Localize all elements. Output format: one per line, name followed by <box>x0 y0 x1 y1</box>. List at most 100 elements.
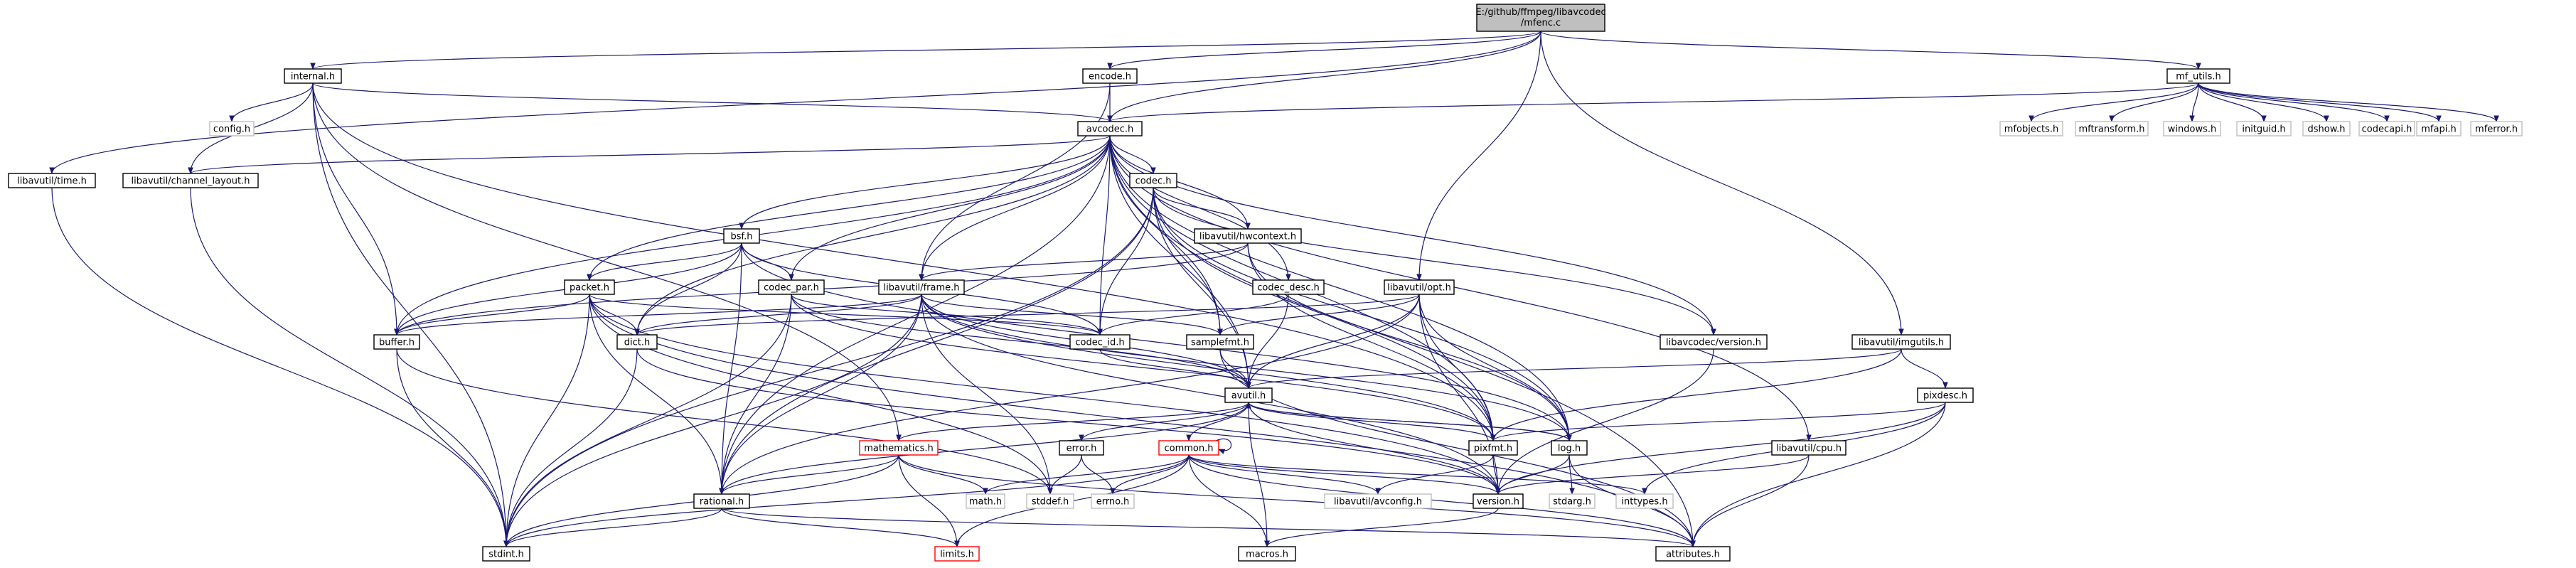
node-label: common.h <box>1165 444 1214 454</box>
node-box <box>878 279 965 295</box>
edge-rational_h-to-attributes_h <box>721 508 1696 547</box>
node-box <box>2358 121 2415 136</box>
node-frame-h[interactable]: libavutil/frame.h <box>878 279 965 295</box>
node-packet-h[interactable]: packet.h <box>564 279 615 295</box>
node-samplefmt-h[interactable]: samplefmt.h <box>1186 334 1254 350</box>
node-mathematics-h[interactable]: mathematics.h <box>859 440 939 456</box>
node-label: inttypes.h <box>1621 497 1667 508</box>
node-libavutil-time-h[interactable]: libavutil/time.h <box>8 173 96 188</box>
node-encode-h[interactable]: encode.h <box>1082 68 1138 84</box>
node-label: bsf.h <box>730 232 752 242</box>
edge-pixdesc_h-to-attributes_h <box>1690 402 1946 547</box>
node-rational-h[interactable]: rational.h <box>693 493 750 509</box>
node-box <box>2166 68 2230 84</box>
node-avcodec-h[interactable]: avcodec.h <box>1077 121 1143 136</box>
node-label: config.h <box>213 124 250 135</box>
edge-opt_h-to-log_h <box>1418 294 1572 441</box>
edge-imgutils_h-to-avutil_h <box>1246 348 1902 389</box>
edge-mfenc_c-to-mf_utils_h <box>1540 31 2201 70</box>
node-opt-h[interactable]: libavutil/opt.h <box>1384 279 1455 295</box>
node-codec-h[interactable]: codec.h <box>1129 173 1177 188</box>
node-codec-par-h[interactable]: codec_par.h <box>758 279 825 295</box>
edge-packet_h-to-rational_h <box>589 294 725 495</box>
edge-packet_h-to-stddef_h <box>589 294 1053 495</box>
edge-mf_utils_h-to-windows_h <box>2189 82 2199 122</box>
edge-common_h-to-math_h <box>983 454 1190 495</box>
node-pixdesc-h[interactable]: pixdesc.h <box>1917 387 1974 403</box>
edge-codec_h-to-lavc_version_h <box>1153 187 1716 336</box>
node-box <box>1660 334 1768 350</box>
node-box <box>1384 279 1455 295</box>
node-pixfmt-h[interactable]: pixfmt.h <box>1468 440 1518 456</box>
node-label: codecapi.h <box>2362 124 2412 135</box>
node-label: buffer.h <box>379 338 415 348</box>
node-error-h[interactable]: error.h <box>1059 440 1104 456</box>
node-label: libavutil/frame.h <box>884 283 960 294</box>
edge-mf_utils_h-to-avcodec_h <box>1107 82 2199 122</box>
edge-codec_h-to-log_h <box>1153 187 1572 441</box>
node-log-h[interactable]: log.h <box>1551 440 1588 456</box>
node-version-h[interactable]: version.h <box>1473 493 1524 509</box>
node-label: codec_id.h <box>1075 338 1124 348</box>
edge-codec_h-to-hwcontext_h <box>1153 187 1251 230</box>
edge-cpu_h-to-attributes_h <box>1690 454 1810 547</box>
node-box <box>2302 121 2351 136</box>
node-imgutils-h[interactable]: libavutil/imgutils.h <box>1851 334 1951 350</box>
node-box <box>2416 121 2462 136</box>
edge-opt_h-to-rational_h <box>719 294 1420 495</box>
node-common-h[interactable]: common.h <box>1158 440 1219 456</box>
node-codec-id-h[interactable]: codec_id.h <box>1069 334 1131 350</box>
node-box <box>723 228 760 244</box>
edge-common_h-to-inttypes_h <box>1188 454 1647 495</box>
node-config-h: config.h <box>209 121 255 136</box>
node-label: encode.h <box>1089 72 1131 82</box>
node-label: limits.h <box>940 550 974 560</box>
edge-common_h-to-macros_h <box>1188 454 1270 547</box>
node-box <box>1186 334 1254 350</box>
node-mf-utils-h[interactable]: mf_utils.h <box>2166 68 2230 84</box>
node-lavc-version-h[interactable]: libavcodec/version.h <box>1660 334 1768 350</box>
edge-mathematics_h-to-rational_h <box>719 454 899 495</box>
node-attributes-h[interactable]: attributes.h <box>1655 546 1731 562</box>
edge-codec_h-to-samplefmt_h <box>1153 187 1223 336</box>
node-box <box>1158 440 1219 456</box>
node-box <box>1069 334 1131 350</box>
edge-avutil_h-to-macros_h <box>1248 402 1270 547</box>
node-label: libavutil/opt.h <box>1387 283 1451 294</box>
node-bsf-h[interactable]: bsf.h <box>723 228 760 244</box>
node-box <box>1129 173 1177 188</box>
node-avutil-h[interactable]: avutil.h <box>1224 387 1273 403</box>
edge-buffer_h-to-stdint_h <box>396 348 509 547</box>
node-buffer-h[interactable]: buffer.h <box>373 334 420 350</box>
node-codec-desc-h[interactable]: codec_desc.h <box>1252 279 1325 295</box>
node-channel-layout-h[interactable]: libavutil/channel_layout.h <box>122 173 259 188</box>
node-internal-h[interactable]: internal.h <box>284 68 342 84</box>
edge-rational_h-to-stdint_h <box>503 508 722 547</box>
node-box <box>2236 121 2292 136</box>
edge-hwcontext_h-to-frame_h <box>919 242 1249 281</box>
node-cpu-h[interactable]: libavutil/cpu.h <box>1771 440 1847 456</box>
node-label: internal.h <box>291 72 335 82</box>
node-box <box>1771 440 1847 456</box>
node-stdint-h[interactable]: stdint.h <box>482 546 530 562</box>
edge-common_h-to-common_h <box>1215 439 1232 454</box>
node-limits-h[interactable]: limits.h <box>934 546 980 562</box>
edge-codec_h-to-rational_h <box>719 187 1154 495</box>
edge-avcodec_h-to-codec_id_h <box>1097 135 1111 336</box>
node-mfobjects-h: mfobjects.h <box>1999 121 2063 136</box>
node-box <box>1059 440 1104 456</box>
node-hwcontext-h[interactable]: libavutil/hwcontext.h <box>1194 228 1302 244</box>
edge-avutil_h-to-error_h <box>1079 402 1249 441</box>
node-box <box>2075 121 2149 136</box>
node-macros-h[interactable]: macros.h <box>1238 546 1296 562</box>
node-box <box>1468 440 1518 456</box>
node-box <box>934 546 980 562</box>
node-box <box>1615 493 1674 509</box>
node-dict-h[interactable]: dict.h <box>616 334 658 350</box>
node-label: avcodec.h <box>1086 124 1134 135</box>
edge-codec_par_h-to-pixfmt_h <box>791 294 1496 441</box>
edge-dict_h-to-stdint_h <box>503 348 638 547</box>
node-box <box>1238 546 1296 562</box>
node-box <box>1026 493 1074 509</box>
